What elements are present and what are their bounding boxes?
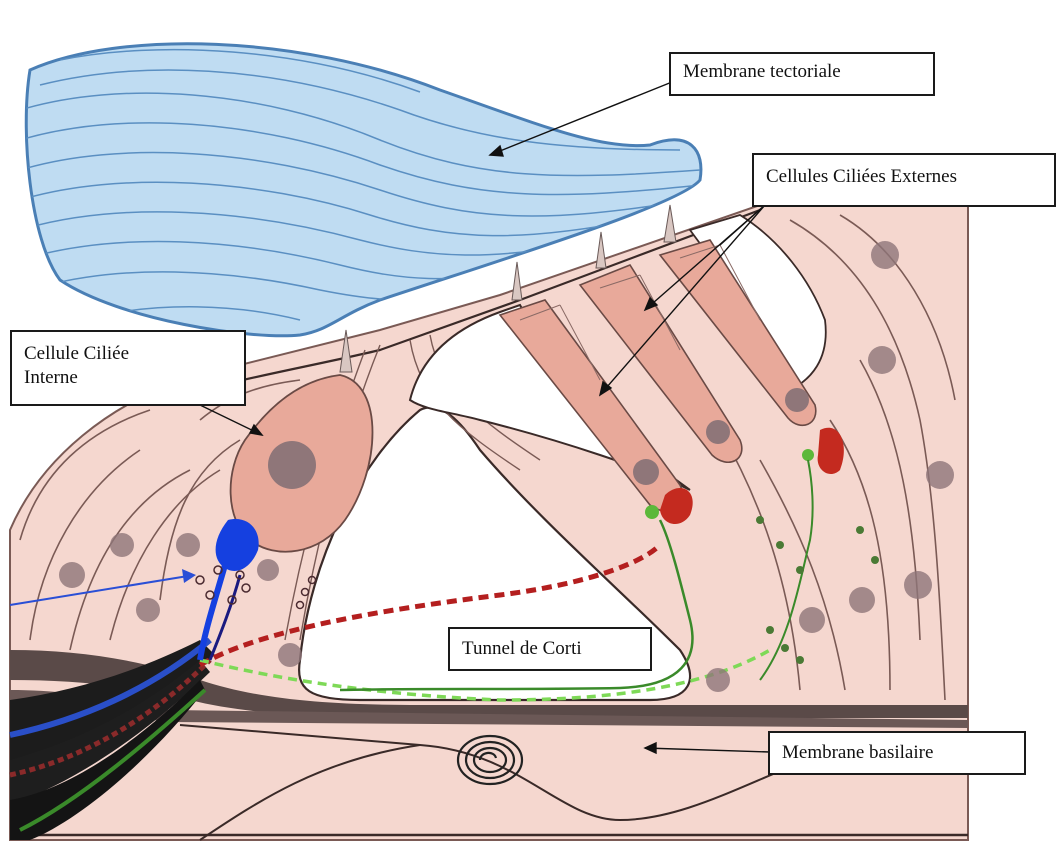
tunnel-fibers bbox=[198, 459, 814, 702]
label-tectorial-membrane: Membrane tectoriale bbox=[669, 52, 935, 96]
label-basilar-membrane: Membrane basilaire bbox=[768, 731, 1026, 775]
cell-nuclei bbox=[59, 241, 954, 692]
spiral-vessel bbox=[456, 734, 524, 786]
inner-hair-cell bbox=[229, 374, 374, 553]
label-tunnel-of-corti: Tunnel de Corti bbox=[448, 627, 652, 671]
blue-pointer-arrow bbox=[9, 569, 196, 606]
basilar-membrane-band bbox=[10, 650, 969, 841]
afferent-terminal bbox=[197, 519, 259, 661]
synaptic-vesicles bbox=[195, 565, 317, 610]
nerve-beads bbox=[756, 516, 879, 664]
stereocilia bbox=[339, 204, 677, 373]
label-outer-hair-cells: Cellules Ciliées Externes bbox=[752, 153, 1056, 207]
outer-hair-cells bbox=[498, 239, 817, 512]
leader-lines bbox=[199, 81, 771, 755]
outer-cell-synapses bbox=[645, 427, 844, 525]
nerve-fiber-bundle bbox=[9, 637, 215, 840]
tectorial-membrane bbox=[24, 42, 703, 338]
